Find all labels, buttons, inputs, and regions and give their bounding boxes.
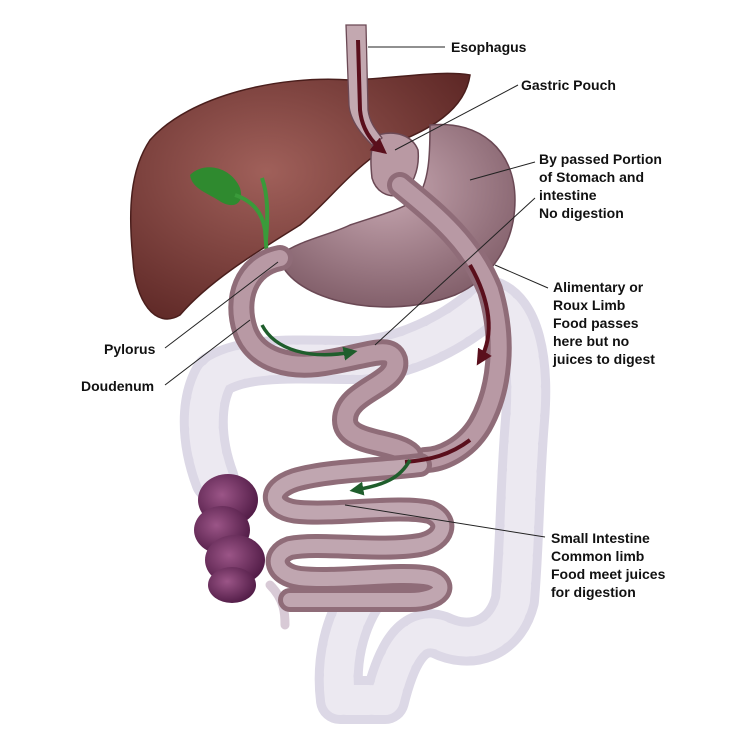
food-arrow-esophagus: [356, 39, 387, 154]
leader-alimentary: [494, 264, 549, 289]
label-alimentary-line-1: Alimentary or: [553, 279, 644, 295]
bile-arrow-common: [349, 459, 412, 496]
sigmoid-colon: [194, 474, 290, 630]
label-small-intestine-line-2: Common limb: [551, 548, 645, 564]
label-small-intestine-line-1: Small Intestine: [551, 530, 650, 546]
label-bypassed: By passed Portion of Stomach and intesti…: [539, 150, 662, 222]
common-limb: [263, 453, 455, 612]
label-doudenum: Doudenum: [81, 378, 155, 394]
leader-pylorus: [164, 261, 279, 349]
label-gastric-pouch: Gastric Pouch: [521, 77, 616, 93]
label-bypassed-line-1: By passed Portion: [539, 151, 662, 167]
label-small-intestine-line-3: Food meet juices: [551, 566, 666, 582]
leader-bypassed-2: [374, 197, 536, 346]
label-small-intestine: Small Intestine Common limb Food meet ju…: [551, 529, 665, 601]
leader-small-intestine: [344, 504, 546, 538]
label-alimentary-line-5: juices to digest: [553, 351, 655, 367]
food-arrow-roux-lower: [404, 438, 472, 464]
label-small-intestine-line-4: for digestion: [551, 584, 636, 600]
leader-bypassed: [469, 161, 536, 181]
leader-gastric-pouch: [394, 84, 519, 151]
leader-doudenum: [164, 319, 251, 386]
label-bypassed-line-4: No digestion: [539, 205, 624, 221]
label-alimentary-line-2: Roux Limb: [553, 297, 626, 313]
label-pylorus: Pylorus: [104, 341, 156, 357]
gallbladder: [190, 167, 270, 271]
label-bypassed-line-3: intestine: [539, 187, 597, 203]
leader-lines: [164, 46, 549, 538]
label-alimentary: Alimentary or Roux Limb Food passes here…: [553, 278, 655, 368]
food-arrow-roux: [468, 264, 492, 366]
label-bypassed-line-2: of Stomach and: [539, 169, 645, 185]
label-alimentary-line-4: here but no: [553, 333, 630, 349]
label-alimentary-line-3: Food passes: [553, 315, 639, 331]
bile-arrow-duodenum: [260, 324, 358, 361]
label-esophagus: Esophagus: [451, 39, 527, 55]
